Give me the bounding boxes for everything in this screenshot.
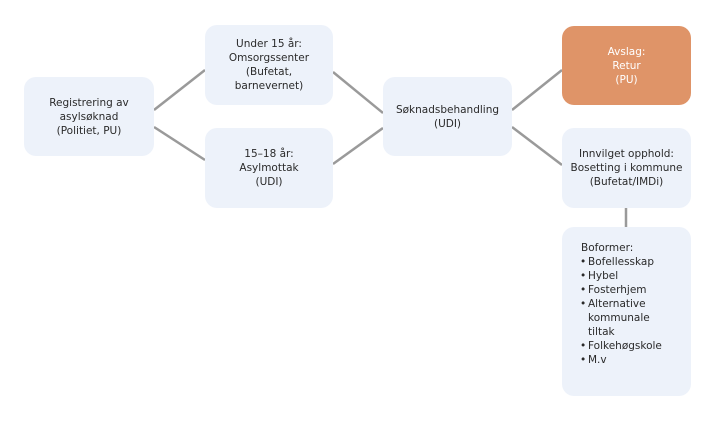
node-text-line: Asylmottak — [239, 162, 299, 174]
node-text-line: (UDI) — [255, 176, 283, 188]
edge-soknad-innvilget — [511, 126, 563, 166]
node-15-18-asylmottak: 15–18 år: Asylmottak (UDI) — [205, 128, 333, 208]
node-text-line: Registrering av — [49, 96, 129, 109]
list-item-text: Hybel — [588, 270, 619, 282]
node-text-line: (UDI) — [433, 117, 462, 130]
node-text-line: (Bufetat/IMDi) — [589, 176, 664, 188]
list-item-text: Folkehøgskole — [588, 340, 662, 352]
node-text-line: Bosetting i kommune — [570, 162, 683, 174]
node-innvilget-opphold: Innvilget opphold: Bosetting i kommune (… — [562, 128, 691, 208]
node-text-line: Innvilget opphold: — [578, 148, 674, 160]
list-item: Fosterhjem — [580, 283, 662, 297]
node-text-line: Omsorgssenter — [228, 52, 310, 64]
list-item: Bofellesskap — [580, 255, 662, 269]
list-item-text: M.v — [588, 354, 607, 366]
list-item-text: Bofellesskap — [588, 256, 655, 268]
node-registrering-av-asylsoknad: Registrering av asylsøknad (Politiet, PU… — [24, 77, 154, 156]
node-soknadsbehandling: Søknadsbehandling (UDI) — [383, 77, 512, 156]
node-boformer: Boformer: Bofellesskap Hybel Fosterhjem … — [562, 227, 691, 396]
list-item: Alternative kommunale tiltak — [580, 297, 662, 339]
node-text-line: Retur — [612, 59, 641, 72]
edge-under15-soknad — [332, 71, 384, 114]
node-text-line: (PU) — [615, 73, 638, 86]
edge-15-18-soknad — [332, 126, 384, 166]
node-text-line: asylsøknad — [59, 110, 119, 123]
node-avslag-retur: Avslag: Retur (PU) — [562, 26, 691, 105]
node-text-line: Avslag: — [607, 45, 646, 58]
node-under-15-omsorgssenter: Under 15 år: Omsorgssenter (Bufetat, bar… — [205, 25, 333, 105]
list-item: M.v — [580, 353, 662, 367]
edge-soknad-avslag — [511, 69, 563, 111]
node-text-line: (Bufetat, — [245, 66, 293, 78]
node-text-line: barnevernet) — [234, 80, 304, 92]
node-text-line: Søknadsbehandling — [395, 103, 500, 116]
list-item: Hybel — [580, 269, 662, 283]
edge-registrering-under15 — [153, 69, 206, 111]
boformer-title: Boformer: — [581, 242, 634, 254]
node-text-line: 15–18 år: — [244, 148, 294, 160]
node-text-line: (Politiet, PU) — [56, 124, 122, 137]
list-item-text: Alternative — [588, 298, 646, 310]
list-item: Folkehøgskole — [580, 339, 662, 353]
list-item-text: kommunale — [588, 312, 650, 324]
edge-registrering-15-18 — [153, 125, 206, 162]
list-item-text: tiltak — [588, 326, 615, 338]
list-item-text: Fosterhjem — [588, 284, 647, 296]
boformer-list: Bofellesskap Hybel Fosterhjem Alternativ… — [580, 255, 662, 367]
node-text-line: Under 15 år: — [236, 38, 302, 50]
